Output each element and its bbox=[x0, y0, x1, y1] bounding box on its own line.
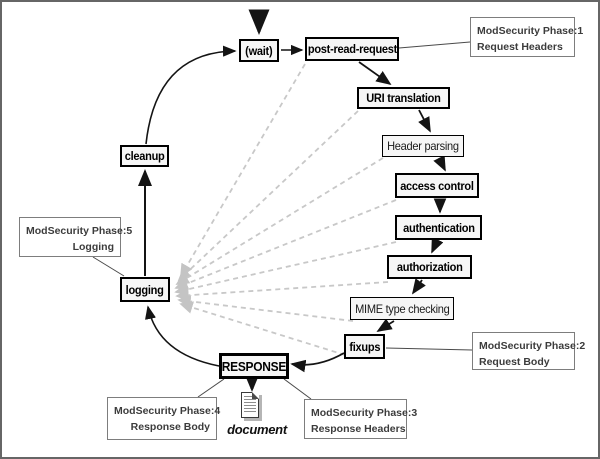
annotation-phase3-subtitle: Response Headers bbox=[311, 423, 406, 436]
node-cleanup-label: cleanup bbox=[124, 149, 165, 163]
annotation-phase5-subtitle: Logging bbox=[72, 241, 114, 254]
annotation-phase1: ModSecurity Phase:1 Request Headers bbox=[470, 17, 584, 57]
document-icon bbox=[241, 392, 259, 418]
node-authorization-label: authorization bbox=[396, 260, 463, 274]
node-authorization: authorization bbox=[387, 255, 472, 279]
document-icon-fold bbox=[252, 392, 259, 399]
node-header-parsing-label: Header parsing bbox=[387, 139, 459, 153]
node-mime-type-checking: MIME type checking bbox=[350, 297, 454, 320]
node-wait: (wait) bbox=[239, 39, 279, 62]
node-post-read-request: post-read-request bbox=[305, 37, 399, 61]
annotation-phase4: ModSecurity Phase:4 Response Body bbox=[107, 397, 221, 440]
node-cleanup: cleanup bbox=[120, 145, 169, 167]
annotation-phase4-subtitle: Response Body bbox=[130, 421, 210, 434]
node-uri-translation: URI translation bbox=[357, 87, 450, 109]
annotation-phase2-subtitle: Request Body bbox=[479, 356, 550, 369]
annotation-phase1-subtitle: Request Headers bbox=[477, 41, 563, 54]
node-fixups: fixups bbox=[344, 334, 385, 359]
node-authentication-label: authentication bbox=[402, 220, 475, 235]
node-post-read-request-label: post-read-request bbox=[307, 42, 397, 56]
annotation-phase3: ModSecurity Phase:3 Response Headers bbox=[304, 399, 418, 439]
node-header-parsing: Header parsing bbox=[382, 135, 464, 157]
node-access-control-label: access control bbox=[400, 178, 474, 193]
annotation-phase4-title: ModSecurity Phase:4 bbox=[114, 405, 221, 417]
node-access-control: access control bbox=[395, 173, 479, 198]
node-logging-label: logging bbox=[126, 282, 164, 297]
annotation-phase2: ModSecurity Phase:2 Request Body bbox=[472, 332, 586, 370]
annotation-phase1-title: ModSecurity Phase:1 bbox=[477, 25, 584, 37]
annotation-phase2-title: ModSecurity Phase:2 bbox=[479, 340, 586, 352]
node-response-label: RESPONSE bbox=[221, 358, 287, 374]
annotation-phase5-title: ModSecurity Phase:5 bbox=[26, 225, 133, 237]
annotation-phase5: ModSecurity Phase:5 Logging bbox=[19, 217, 133, 257]
document-label: document bbox=[227, 422, 287, 437]
node-fixups-label: fixups bbox=[349, 339, 380, 354]
annotation-phase3-title: ModSecurity Phase:3 bbox=[311, 407, 418, 419]
annotation-leader-lines bbox=[92, 41, 473, 400]
document-icon-lines bbox=[244, 396, 256, 414]
node-response: RESPONSE bbox=[219, 353, 289, 379]
node-uri-translation-label: URI translation bbox=[366, 91, 441, 105]
node-wait-label: (wait) bbox=[245, 43, 273, 58]
logging-dashed-links bbox=[174, 63, 397, 356]
node-mime-type-checking-label: MIME type checking bbox=[354, 301, 450, 316]
node-logging: logging bbox=[120, 277, 170, 302]
flow-arrows bbox=[138, 9, 447, 392]
node-authentication: authentication bbox=[395, 215, 482, 240]
